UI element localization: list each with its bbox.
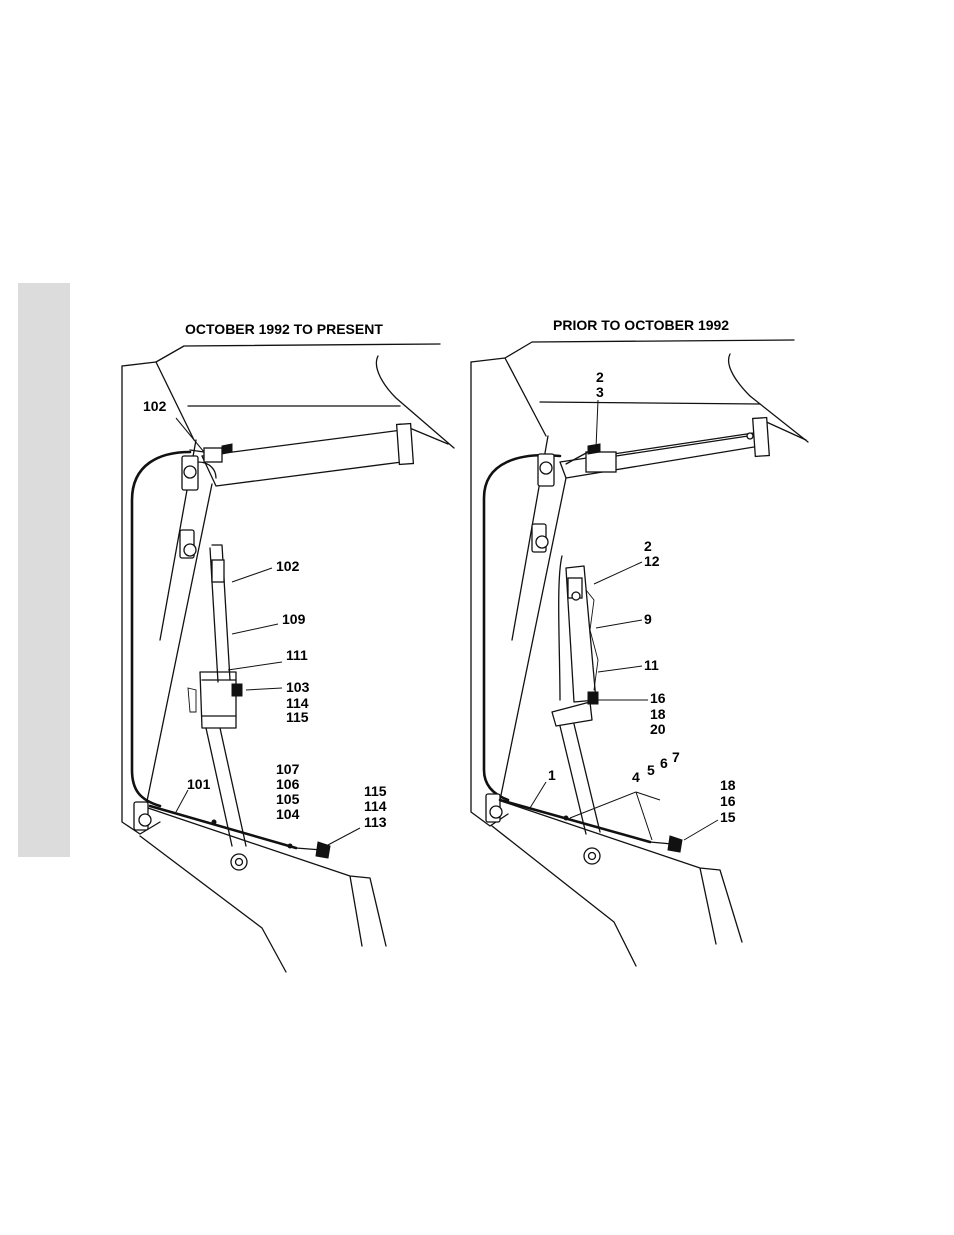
bracket-lower-present xyxy=(134,802,151,830)
callout-103: 103 xyxy=(286,679,310,695)
panel-title-prior: PRIOR TO OCTOBER 1992 xyxy=(553,317,729,333)
lower-cylinder-present xyxy=(188,545,247,870)
callout-107: 107 xyxy=(276,761,300,777)
callout-16-lower: 16 xyxy=(720,793,736,809)
callout-115-mid: 115 xyxy=(286,709,309,725)
upper-cylinder-present xyxy=(190,424,413,486)
callout-105: 105 xyxy=(276,791,300,807)
callout-115-lower: 115 xyxy=(364,783,387,799)
callout-2-upper: 2 xyxy=(596,369,604,385)
callout-106: 106 xyxy=(276,776,300,792)
callout-9: 9 xyxy=(644,611,652,627)
callout-16-mid: 16 xyxy=(650,690,666,706)
hydraulic-hose-prior xyxy=(484,455,560,800)
callout-111: 111 xyxy=(286,647,308,663)
callout-6: 6 xyxy=(660,755,668,771)
bracket-upper-prior xyxy=(538,454,554,486)
callout-3: 3 xyxy=(596,384,604,400)
callout-12: 12 xyxy=(644,553,660,569)
callout-104: 104 xyxy=(276,806,300,822)
callout-5: 5 xyxy=(647,762,655,778)
callout-7: 7 xyxy=(672,749,680,765)
callout-15: 15 xyxy=(720,809,736,825)
callout-20: 20 xyxy=(650,721,666,737)
callout-2-mid: 2 xyxy=(644,538,652,554)
callout-4: 4 xyxy=(632,769,640,785)
callout-1: 1 xyxy=(548,767,556,783)
panel-present: OCTOBER 1992 TO PRESENT xyxy=(122,321,454,972)
callout-101: 101 xyxy=(187,776,211,792)
callout-18-lower: 18 xyxy=(720,777,736,793)
callout-114-lower: 114 xyxy=(364,798,387,814)
callout-102-mid: 102 xyxy=(276,558,300,574)
panel-title-present: OCTOBER 1992 TO PRESENT xyxy=(185,321,383,337)
lower-hose-run-prior xyxy=(500,800,682,852)
callout-102-upper: 102 xyxy=(143,398,167,414)
callout-18-mid: 18 xyxy=(650,706,666,722)
lower-hose-run-present xyxy=(150,806,330,858)
callout-113: 113 xyxy=(364,814,387,830)
panel-prior: PRIOR TO OCTOBER 1992 xyxy=(471,317,808,966)
bracket-lower-prior xyxy=(486,794,502,822)
upper-cylinder-prior xyxy=(560,418,769,478)
bracket-mid-present xyxy=(180,530,196,558)
bracket-mid-prior xyxy=(532,524,548,552)
callout-109: 109 xyxy=(282,611,306,627)
callout-11: 11 xyxy=(644,657,659,673)
hydraulic-hose-present xyxy=(132,452,190,806)
